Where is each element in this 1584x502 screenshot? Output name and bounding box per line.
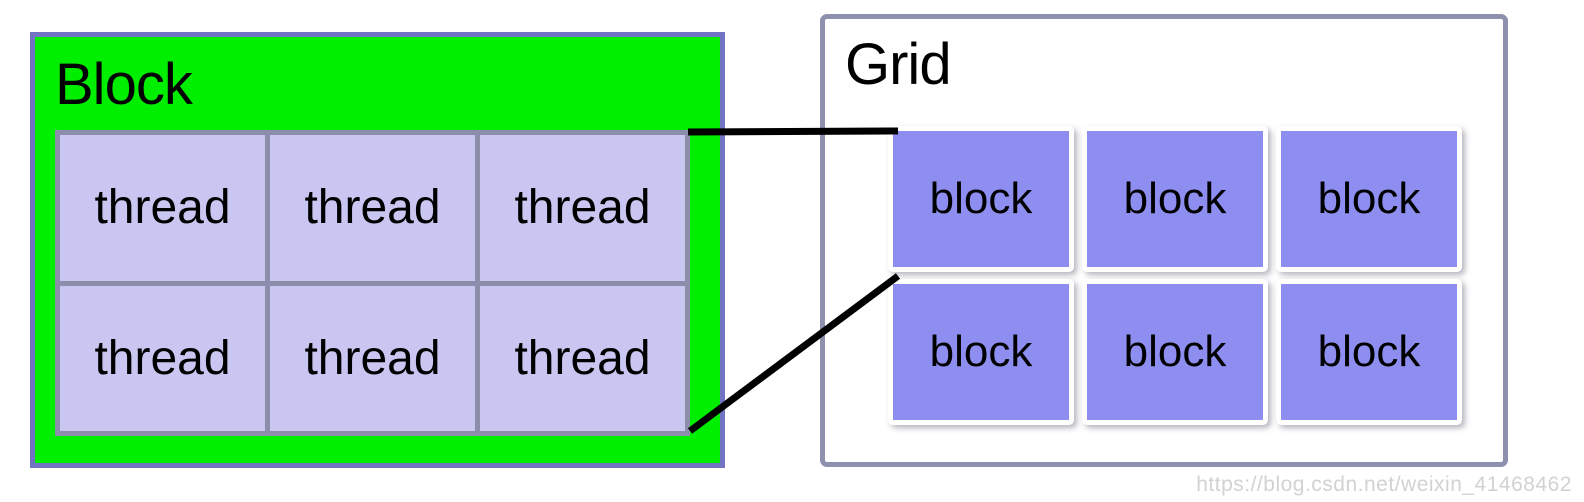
- watermark-url: https://blog.csdn.net/weixin_41468462: [1196, 473, 1572, 496]
- block-cell: block: [1276, 279, 1462, 425]
- thread-cell: thread: [60, 135, 265, 281]
- block-cell: block: [1082, 126, 1268, 272]
- block-panel-title: Block: [55, 52, 193, 117]
- grid-panel-title: Grid: [845, 32, 952, 97]
- thread-cell: thread: [270, 135, 475, 281]
- thread-cell: thread: [480, 135, 685, 281]
- thread-cell: thread: [60, 285, 265, 431]
- thread-cell: thread: [270, 285, 475, 431]
- block-cell: block: [888, 126, 1074, 272]
- thread-cell: thread: [480, 285, 685, 431]
- block-cell: block: [1082, 279, 1268, 425]
- block-cell: block: [1276, 126, 1462, 272]
- block-cell: block: [888, 279, 1074, 425]
